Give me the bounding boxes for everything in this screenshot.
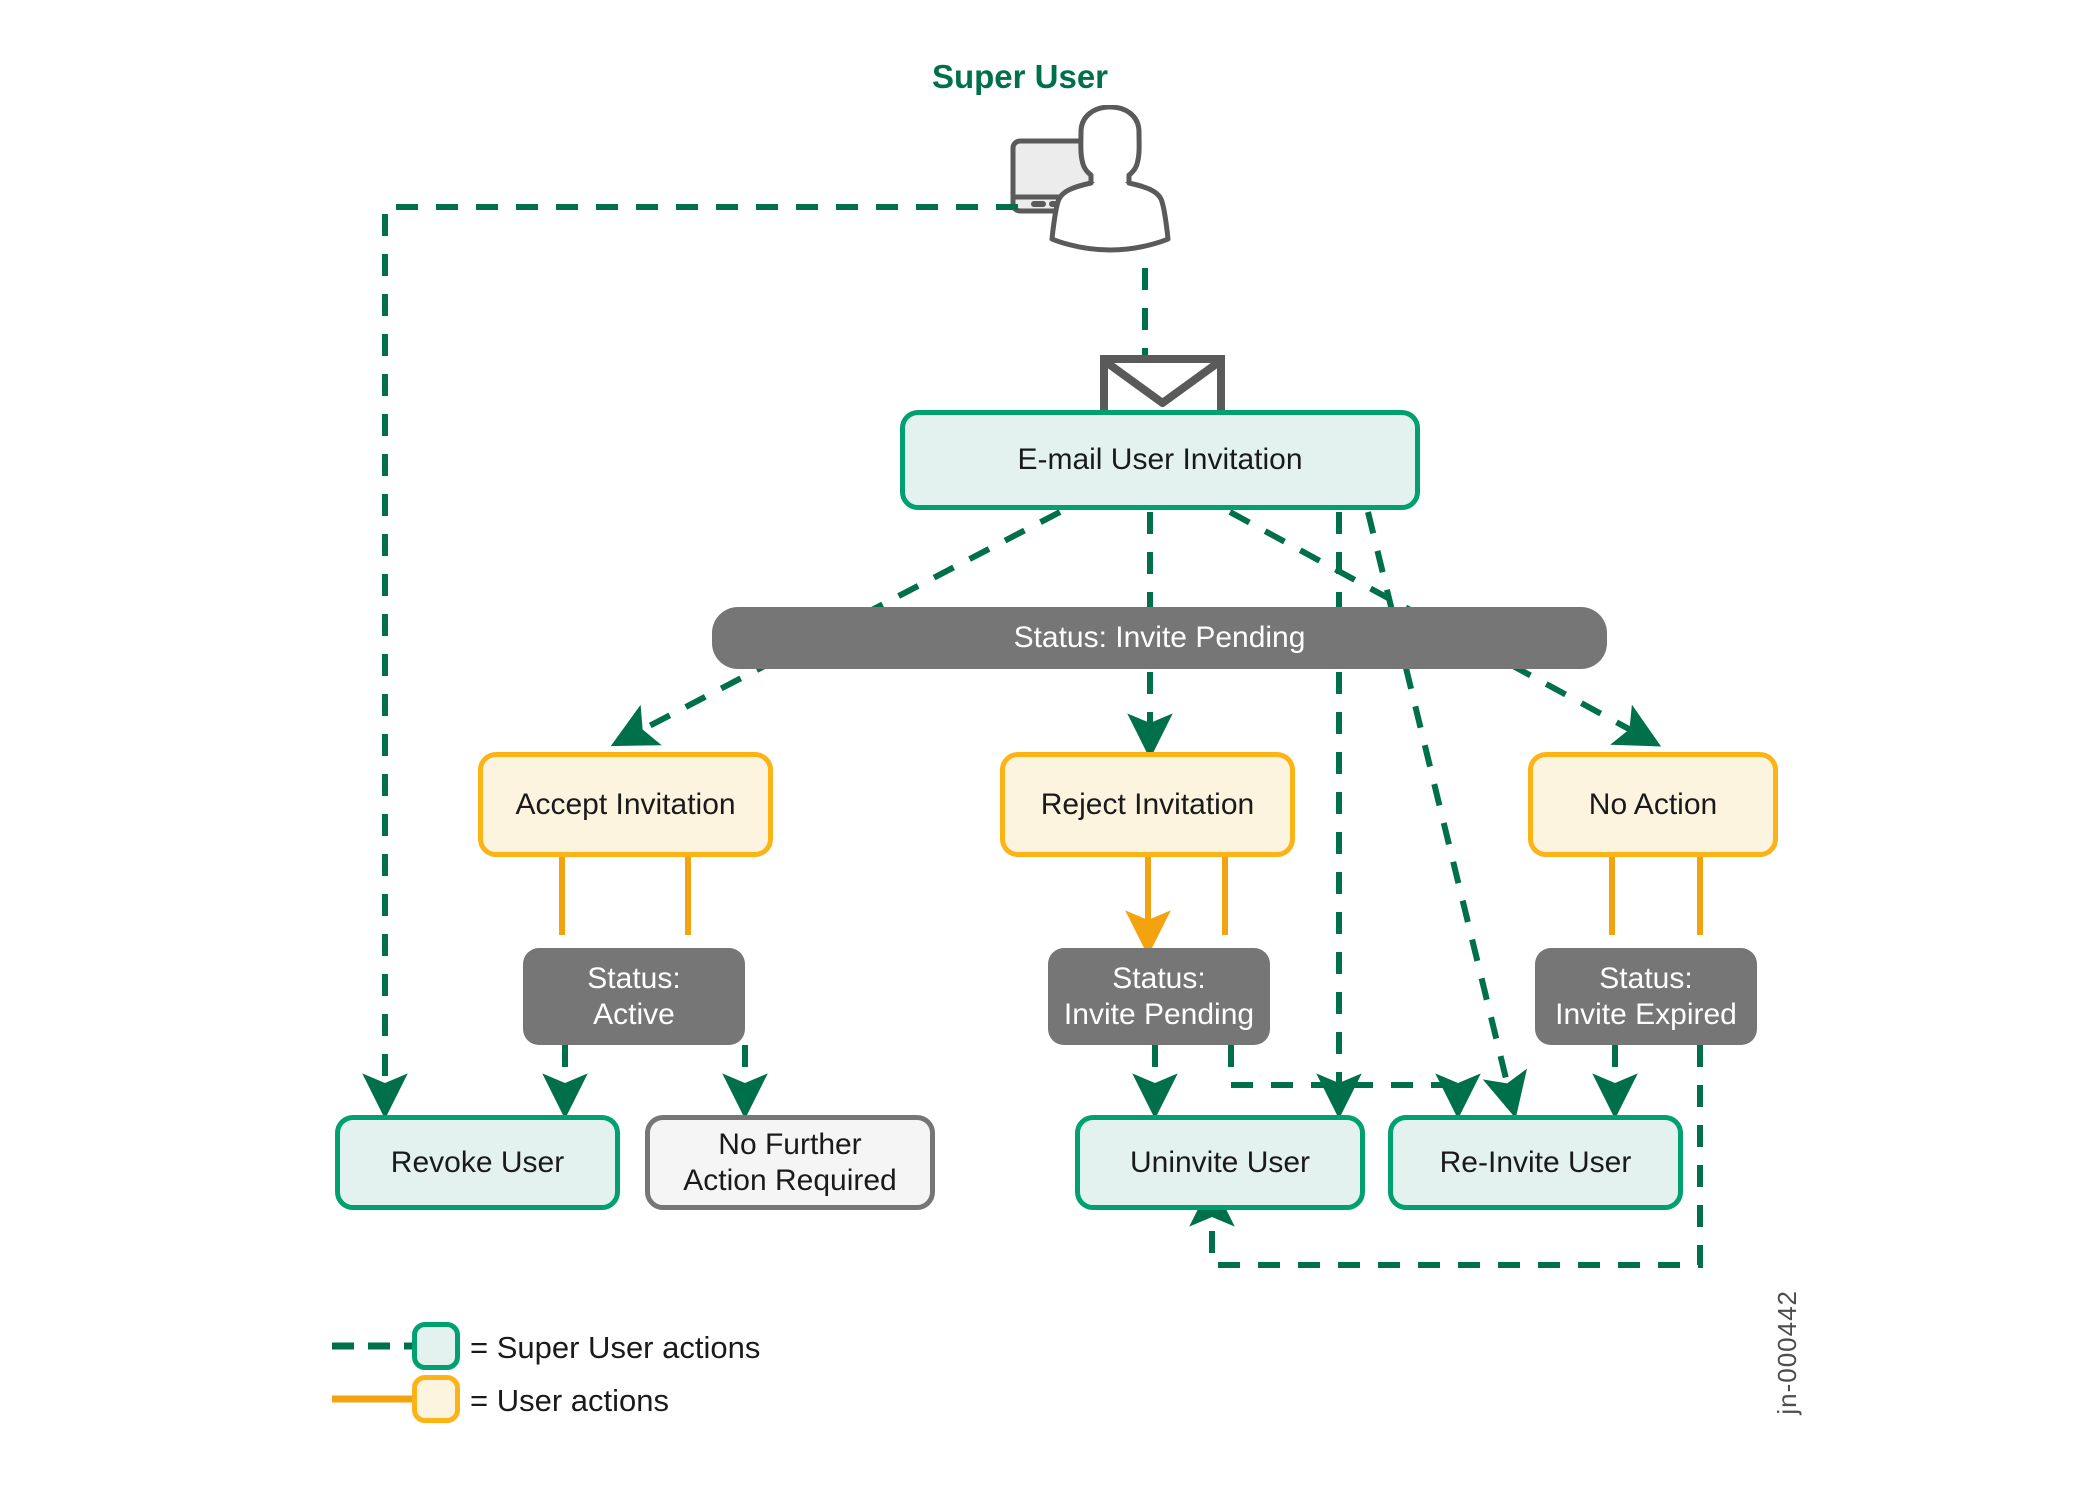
node-reject-invitation[interactable]: Reject Invitation [1000, 752, 1295, 857]
wire-email-to-reinvite [1365, 511, 1528, 1119]
legend-dashed-line-sample [332, 1342, 448, 1350]
wire-superuser-to-revoke [362, 204, 1018, 1120]
node-no-further-action-required: No Further Action Required [645, 1115, 935, 1210]
node-status-invite-pending-mid: Status: Invite Pending [1048, 948, 1270, 1045]
node-status-invite-pending-top: Status: Invite Pending [712, 607, 1607, 669]
node-uninvite-user[interactable]: Uninvite User [1075, 1115, 1365, 1210]
node-reinvite-user[interactable]: Re-Invite User [1388, 1115, 1683, 1210]
legend-swatch-super-user [412, 1322, 460, 1370]
node-no-action[interactable]: No Action [1528, 752, 1778, 857]
legend-label-super-user: = Super User actions [470, 1330, 761, 1365]
wire-pending-to-reinvite [1228, 1045, 1481, 1120]
legend-swatch-user [412, 1375, 460, 1423]
legend-label-user: = User actions [470, 1383, 670, 1418]
node-revoke-user[interactable]: Revoke User [335, 1115, 620, 1210]
watermark-id: jn-000442 [1772, 1290, 1802, 1415]
node-email-user-invitation[interactable]: E-mail User Invitation [900, 410, 1420, 510]
page-title: Super User [931, 58, 1109, 95]
node-status-active: Status: Active [523, 948, 745, 1045]
wire-expired-loop-to-uninvite [1189, 1045, 1703, 1268]
super-user-person-icon [1010, 105, 1171, 253]
node-status-invite-expired: Status: Invite Expired [1535, 948, 1757, 1045]
node-accept-invitation[interactable]: Accept Invitation [478, 752, 773, 857]
